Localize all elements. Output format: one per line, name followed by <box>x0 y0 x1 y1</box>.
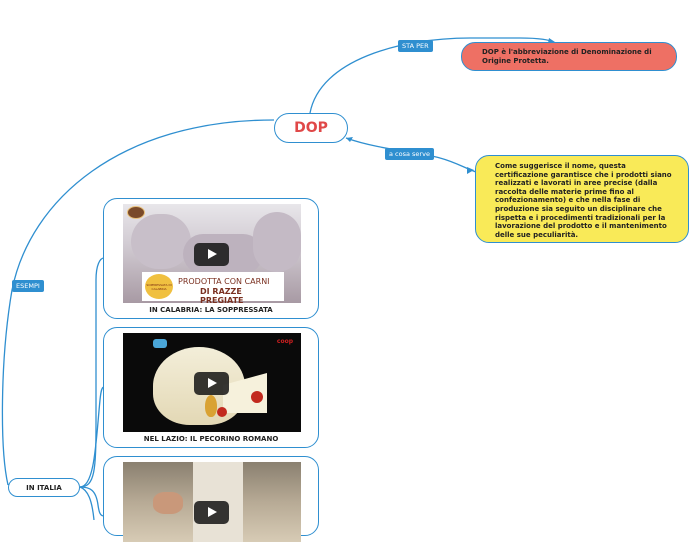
tomato-shape <box>251 391 263 403</box>
video-third[interactable] <box>123 462 301 542</box>
play-icon[interactable] <box>194 501 229 524</box>
play-icon[interactable] <box>194 372 229 395</box>
sausage-shape <box>253 212 301 272</box>
label-esempi[interactable]: ESEMPI <box>12 280 44 292</box>
card-third-video[interactable] <box>103 456 319 542</box>
node-in-italia[interactable]: IN ITALIA <box>8 478 80 497</box>
tv-logo <box>153 339 167 348</box>
node-sta-per-definition[interactable]: DOP è l'abbreviazione di Denominazione d… <box>461 42 677 71</box>
overlay-text-1: PRODOTTA CON CARNI <box>178 277 270 286</box>
card-lazio-pecorino[interactable]: coop NEL LAZIO: IL PECORINO ROMANO <box>103 327 319 448</box>
card-calabria-soppressata[interactable]: SOPPRESSATA DI CALABRIA PRODOTTA CON CAR… <box>103 198 319 319</box>
video-soppressata[interactable]: SOPPRESSATA DI CALABRIA PRODOTTA CON CAR… <box>123 204 301 303</box>
overlay-text-2: DI RAZZE PREGIATE <box>200 287 244 303</box>
definition-text: DOP è l'abbreviazione di Denominazione d… <box>482 48 652 65</box>
caption-pecorino: NEL LAZIO: IL PECORINO ROMANO <box>143 435 279 443</box>
tomato-shape <box>217 407 227 417</box>
central-node-dop[interactable]: DOP <box>274 113 348 143</box>
pear-shape <box>205 395 217 417</box>
coop-corner-text: coop <box>276 338 293 345</box>
purpose-text: Come suggerisce il nome, questa certific… <box>495 162 672 239</box>
hand-shape <box>153 492 183 514</box>
label-sta-per[interactable]: STA PER <box>398 40 433 52</box>
soppressata-badge: SOPPRESSATA DI CALABRIA <box>145 274 173 299</box>
play-icon[interactable] <box>194 243 229 266</box>
top-logo-badge <box>127 206 145 219</box>
connector-lines <box>1 37 555 520</box>
node-a-cosa-serve-text[interactable]: Come suggerisce il nome, questa certific… <box>475 155 689 243</box>
caption-soppressata: IN CALABRIA: LA SOPPRESSATA <box>149 306 273 314</box>
overlay-banner: SOPPRESSATA DI CALABRIA PRODOTTA CON CAR… <box>142 272 284 303</box>
label-a-cosa-serve[interactable]: a cosa serve <box>385 148 434 160</box>
video-pecorino[interactable]: coop <box>123 333 301 432</box>
sausage-shape <box>131 214 191 269</box>
